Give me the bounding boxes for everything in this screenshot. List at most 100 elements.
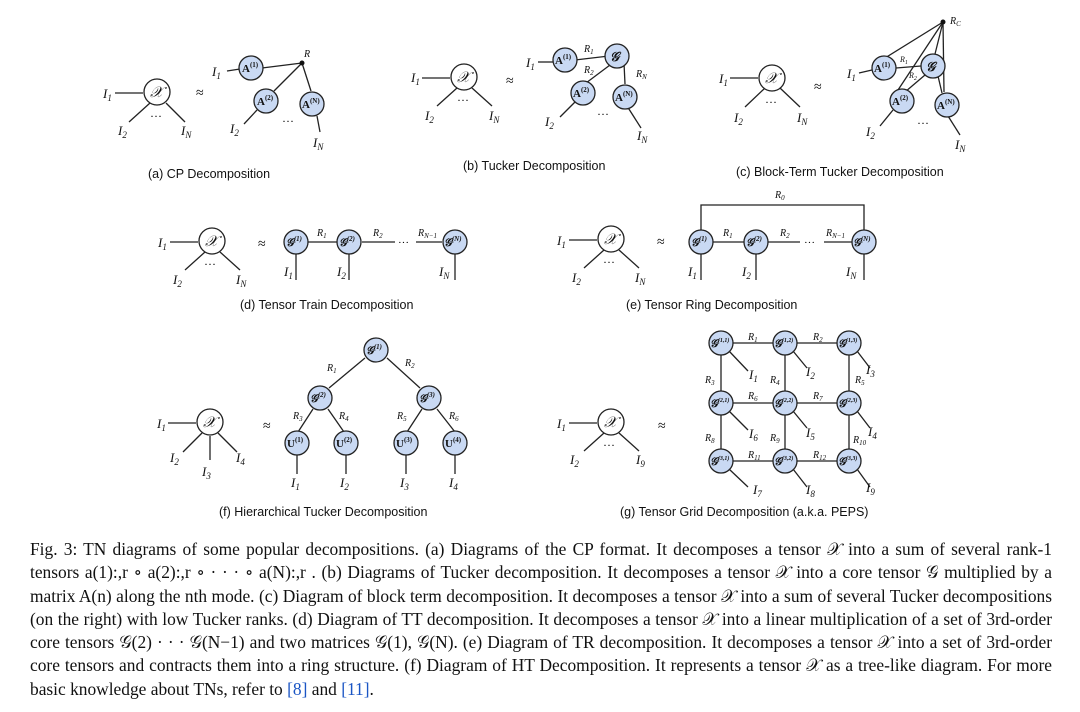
- svg-text:I1: I1: [283, 264, 293, 281]
- svg-text:𝒳: 𝒳: [203, 415, 220, 431]
- caption-c: (c) Block-Term Tucker Decomposition: [736, 165, 944, 179]
- svg-text:I4: I4: [867, 424, 877, 441]
- caption-b: (b) Tucker Decomposition: [463, 159, 605, 173]
- svg-text:R7: R7: [812, 391, 823, 403]
- svg-text:I1: I1: [525, 55, 535, 72]
- svg-text:𝒢: 𝒢: [926, 59, 938, 74]
- svg-text:IN: IN: [845, 264, 857, 281]
- svg-text:I9: I9: [635, 452, 645, 469]
- svg-text:R1: R1: [899, 55, 908, 66]
- figure-caption: Fig. 3: TN diagrams of some popular deco…: [30, 538, 1052, 701]
- svg-text:R6: R6: [448, 411, 459, 423]
- svg-text:R3: R3: [704, 375, 715, 387]
- svg-text:𝒢: 𝒢: [610, 49, 622, 64]
- caption-text: TN diagrams of some popular decompositio…: [30, 539, 1052, 699]
- svg-text:R12: R12: [812, 450, 827, 462]
- svg-text:I3: I3: [201, 464, 211, 481]
- svg-text:𝒳: 𝒳: [604, 232, 621, 248]
- svg-text:R6: R6: [747, 391, 758, 403]
- panel-tucker: 𝒳 I1 I2 IN ··· ≈ A(1) 𝒢 A(2) A(N) R1 R2 …: [410, 43, 648, 173]
- panel-block-term: 𝒳 I1 I2 IN ··· ≈ A(1) 𝒢 A(2) A(N) RC R1 …: [718, 16, 966, 179]
- svg-text:···: ···: [204, 257, 216, 271]
- factor-node: [253, 88, 279, 114]
- svg-text:···: ···: [282, 114, 294, 128]
- svg-text:I2: I2: [865, 124, 875, 141]
- svg-text:R1: R1: [747, 332, 758, 344]
- approx-sign: ≈: [196, 86, 204, 101]
- svg-text:I8: I8: [805, 482, 815, 499]
- svg-text:···: ···: [917, 116, 929, 130]
- svg-text:R2: R2: [812, 332, 823, 344]
- svg-text:I2: I2: [169, 450, 179, 467]
- svg-text:I2: I2: [339, 475, 349, 492]
- caption-d: (d) Tensor Train Decomposition: [240, 298, 414, 312]
- svg-text:≈: ≈: [658, 419, 666, 434]
- caption-g: (g) Tensor Grid Decomposition (a.k.a. PE…: [620, 505, 868, 519]
- svg-text:I3: I3: [399, 475, 409, 492]
- svg-text:IN: IN: [636, 128, 648, 145]
- svg-text:R1: R1: [583, 44, 594, 56]
- caption-f: (f) Hierarchical Tucker Decomposition: [219, 505, 427, 519]
- svg-text:I1: I1: [157, 235, 167, 252]
- svg-text:R5: R5: [396, 411, 407, 423]
- svg-text:IN: IN: [488, 108, 500, 125]
- tensor-symbol: 𝒳: [150, 85, 167, 101]
- svg-text:RN: RN: [635, 69, 647, 81]
- svg-text:R5: R5: [854, 375, 865, 387]
- svg-text:IN: IN: [634, 270, 646, 287]
- svg-text:I1: I1: [156, 416, 166, 433]
- svg-text:RN−1: RN−1: [825, 228, 845, 240]
- svg-text:I2: I2: [741, 264, 751, 281]
- svg-text:𝒳: 𝒳: [604, 415, 621, 431]
- panel-tensor-train: 𝒳 I1 I2 IN ··· ≈ 𝒢(1) 𝒢(2) 𝒢(N) R1 R2 ··…: [157, 227, 468, 312]
- svg-text:R2: R2: [404, 358, 415, 370]
- factor-node: [238, 55, 264, 81]
- panel-hierarchical-tucker: 𝒳 I1 I2 I3 I4 ≈ 𝒢(1) 𝒢(2) 𝒢(3) U(1) U(2)…: [156, 337, 468, 519]
- svg-text:R2: R2: [372, 228, 383, 240]
- svg-text:I2: I2: [569, 452, 579, 469]
- svg-text:I2: I2: [336, 264, 346, 281]
- svg-text:IN: IN: [438, 264, 450, 281]
- svg-text:I2: I2: [424, 108, 434, 125]
- figure-diagrams: .ln { stroke:#222; stroke-width:1.3; fil…: [102, 16, 966, 519]
- svg-text:≈: ≈: [263, 419, 271, 434]
- caption-a: (a) CP Decomposition: [148, 167, 270, 181]
- svg-text:···: ···: [765, 95, 777, 109]
- tensor-node: [143, 78, 171, 106]
- reference-link-11[interactable]: [11]: [341, 678, 370, 699]
- svg-text:I1: I1: [290, 475, 300, 492]
- svg-text:R4: R4: [769, 375, 780, 387]
- svg-text:I2: I2: [805, 364, 815, 381]
- reference-link-8[interactable]: [8]: [287, 678, 308, 699]
- svg-text:···: ···: [597, 107, 609, 121]
- svg-text:IN: IN: [180, 123, 192, 140]
- svg-text:I2: I2: [571, 270, 581, 287]
- svg-text:I1: I1: [687, 264, 697, 281]
- panel-cp: 𝒳 I1 I2 IN ··· ≈ A(1) A(2) A(N) R I1 I2 …: [102, 49, 325, 181]
- svg-text:IN: IN: [312, 135, 324, 152]
- svg-text:I1: I1: [846, 66, 856, 83]
- svg-text:R10: R10: [852, 435, 867, 447]
- svg-text:I4: I4: [235, 450, 245, 467]
- svg-text:···: ···: [603, 438, 615, 452]
- svg-text:𝒳: 𝒳: [765, 71, 782, 87]
- svg-text:···: ···: [150, 109, 162, 123]
- svg-text:R11: R11: [747, 450, 761, 462]
- svg-text:···: ···: [804, 237, 815, 249]
- svg-text:I1: I1: [556, 416, 566, 433]
- svg-text:···: ···: [457, 93, 469, 107]
- svg-text:≈: ≈: [258, 237, 266, 252]
- svg-text:I1: I1: [102, 86, 112, 103]
- svg-text:≈: ≈: [814, 80, 822, 95]
- svg-text:R4: R4: [338, 411, 349, 423]
- svg-text:R1: R1: [722, 228, 733, 240]
- svg-text:I1: I1: [410, 70, 420, 87]
- svg-text:I6: I6: [748, 426, 758, 443]
- svg-text:I1: I1: [556, 233, 566, 250]
- svg-text:···: ···: [603, 255, 615, 269]
- svg-text:I2: I2: [172, 272, 182, 289]
- svg-text:I1: I1: [718, 71, 728, 88]
- svg-text:RC: RC: [949, 16, 961, 28]
- caption-e: (e) Tensor Ring Decomposition: [626, 298, 797, 312]
- svg-text:I4: I4: [448, 475, 458, 492]
